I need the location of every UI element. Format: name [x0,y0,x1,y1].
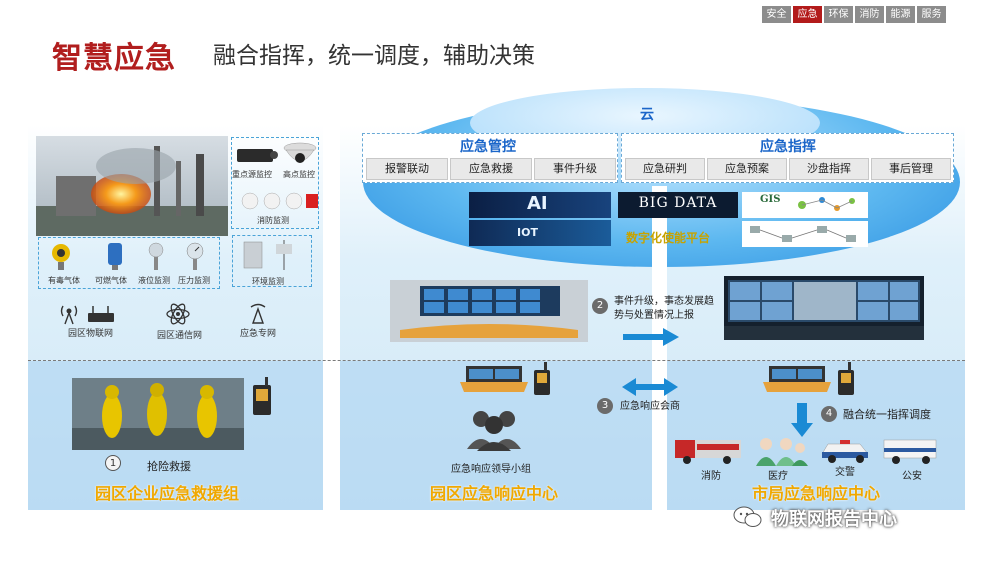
console-desk-mid [460,366,528,392]
antenna-icon [250,303,266,324]
step-4-badge: 4 [821,406,837,422]
nav-item-emergency[interactable]: 应急 [793,6,822,23]
nav-item-safety[interactable]: 安全 [762,6,791,23]
monitor-group-box [231,137,319,229]
post-event-button[interactable]: 事后管理 [871,158,951,180]
smoke-detector-icons [241,192,318,210]
step-1-badge: 1 [105,455,121,471]
hazmat-rescue-photo [72,378,244,450]
city-response-center-label: 市局应急响应中心 [752,484,881,503]
step-2-text: 事件升级，事态发展趋势与处置情况上报 [614,296,714,321]
park-enterprise-team-label: 园区企业应急救援组 [95,484,240,503]
park-comm-label: 园区通信网 [157,331,203,341]
env-group-box [232,235,312,287]
park-iot-label: 园区物联网 [68,329,114,339]
iot-tile: IOT [469,220,611,246]
page-title: 智慧应急 [52,41,176,76]
sensor-group-box [38,237,220,289]
event-upgrade-button[interactable]: 事件升级 [534,158,616,180]
radio-terminal-city-icon [838,362,854,395]
key-source-monitor-label: 重点源监控 [232,170,272,179]
cloud-label: 云 [640,107,654,123]
emergency-judgment-button[interactable]: 应急研判 [625,158,705,180]
sensor-level-label: 液位监测 [138,276,170,285]
leadership-group-icon [467,411,521,451]
service-police-label: 公安 [902,471,922,482]
command-title: 应急指挥 [760,139,816,155]
bigdata-tile: BIG DATA [618,192,738,218]
network-map-tile [742,221,868,247]
public-security-van-icon [883,439,937,464]
plant-fire-photo [36,136,228,236]
emergency-plan-button[interactable]: 应急预案 [707,158,787,180]
console-desk-city [763,366,831,392]
atom-network-icon [166,303,190,325]
center-divider [652,186,667,510]
right-arrow-icon [623,328,679,346]
radio-terminal-icon [253,377,271,415]
leadership-group-label: 应急响应领导小组 [451,464,531,475]
gis-tile: GIS [742,192,868,218]
env-monitor-label: 环境监测 [252,277,284,286]
emergency-rescue-button[interactable]: 应急救援 [450,158,532,180]
control-room-photo-mid [390,280,588,342]
fire-truck-icon [675,440,741,464]
sensor-pressure-label: 压力监测 [178,276,210,285]
toxic-gas-sensor-icon [52,244,70,270]
police-car-icon [821,440,869,463]
service-traffic-label: 交警 [835,467,855,478]
bidirectional-arrow-icon [622,378,678,396]
dome-camera-icon [283,142,317,163]
step-2-badge: 2 [592,298,608,314]
medical-staff-icon [756,438,808,466]
wireless-tower-icon [60,305,78,325]
network-map-icon [750,226,856,242]
step-4-text: 融合统一指挥调度 [843,408,931,421]
combustible-gas-sensor-icon [108,243,122,270]
private-network-label: 应急专网 [240,329,277,339]
plant-photo-frame [36,136,228,236]
sensor-combustible-label: 可燃气体 [95,276,127,285]
top-nav: 安全 应急 环保 消防 能源 服务 [762,6,948,23]
service-medical-label: 医疗 [768,471,788,482]
control-title: 应急管控 [460,139,516,155]
env-monitor-icon [243,240,292,270]
horizontal-divider [28,360,965,361]
step-3-text: 应急响应会商 [620,401,680,412]
router-icon [88,306,114,322]
gis-network-icon [798,197,855,211]
step-3-badge: 3 [597,398,613,414]
level-sensor-icon [148,242,164,270]
bullet-camera-icon [237,149,278,162]
platform-label: 数字化使能平台 [626,231,711,245]
sensor-toxic-label: 有毒气体 [48,276,80,285]
ai-tile: AI [469,192,611,218]
service-fire-label: 消防 [701,471,721,482]
page-subtitle: 融合指挥，统一调度，辅助决策 [213,43,535,69]
pressure-sensor-icon [186,242,204,270]
gis-tile-label: GIS [760,194,781,205]
iot-tile-label: IOT [517,226,538,239]
watermark-text: 物联网报告中心 [771,509,897,530]
alarm-linkage-button[interactable]: 报警联动 [366,158,448,180]
wechat-icon [733,506,762,527]
high-point-monitor-label: 高点监控 [283,170,315,179]
control-room-photo-city [724,276,924,340]
radio-terminal-mid-icon [534,362,550,395]
fire-monitor-label: 消防监测 [257,216,289,225]
down-arrow-icon [791,403,813,437]
nav-item-energy[interactable]: 能源 [886,6,915,23]
rescue-label: 抢险救援 [147,460,191,473]
sandbox-command-button[interactable]: 沙盘指挥 [789,158,869,180]
ai-tile-label: AI [527,193,548,214]
nav-item-environment[interactable]: 环保 [824,6,853,23]
nav-item-service[interactable]: 服务 [917,6,946,23]
nav-item-fire[interactable]: 消防 [855,6,884,23]
park-response-center-label: 园区应急响应中心 [430,484,559,503]
